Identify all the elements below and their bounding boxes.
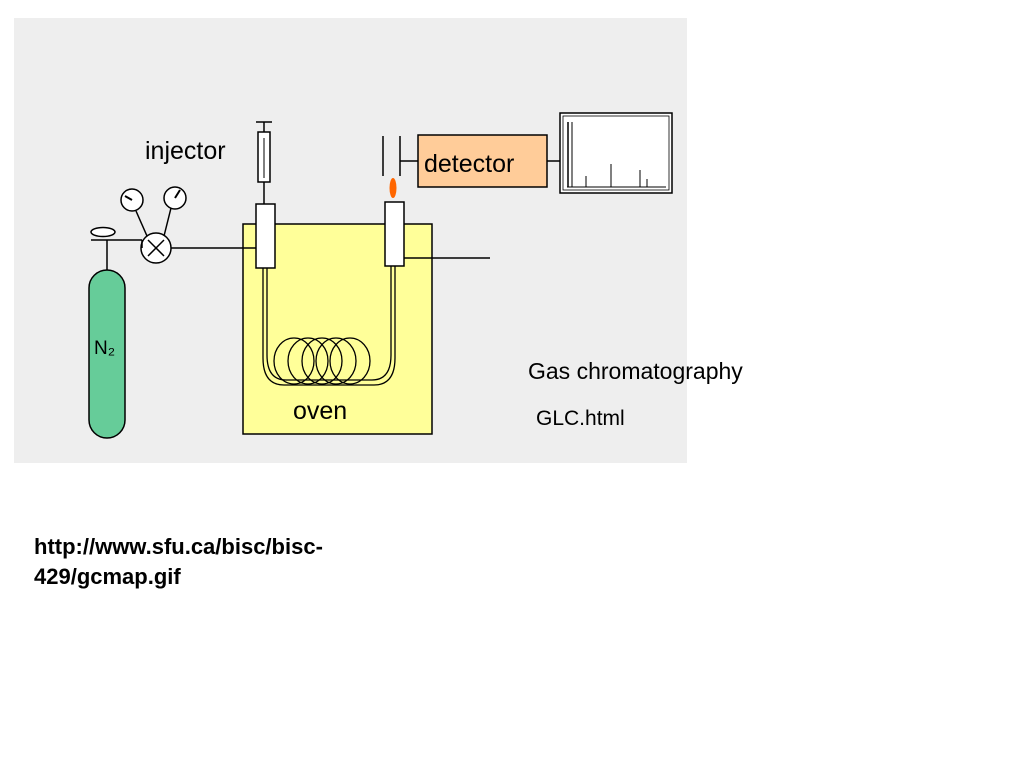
gas-chromatograph-diagram: N₂: [14, 18, 687, 463]
pressure-gauge-icon: [163, 186, 187, 237]
regulator-valve-icon: [140, 232, 172, 264]
source-filename: GLC.html: [536, 407, 625, 430]
pressure-gauge-icon: [120, 188, 148, 237]
detector-connector: [382, 136, 560, 176]
chromatogram-recorder: [559, 112, 673, 194]
injector-syringe-icon: [256, 121, 272, 204]
injector-port: [255, 203, 276, 269]
detector-port: [384, 201, 405, 267]
source-url: http://www.sfu.ca/bisc/bisc-429/gcmap.gi…: [34, 534, 323, 589]
detector-box: [417, 134, 548, 188]
column-coil: [262, 266, 396, 386]
diagram-caption: Gas chromatography: [528, 358, 743, 384]
injector-label: injector: [145, 137, 226, 165]
detector-label: detector: [424, 150, 514, 178]
oven-label: oven: [293, 397, 347, 425]
flame-icon: [389, 178, 397, 198]
cylinder-label: N₂: [94, 338, 115, 359]
gas-cylinder-icon: [88, 226, 142, 439]
